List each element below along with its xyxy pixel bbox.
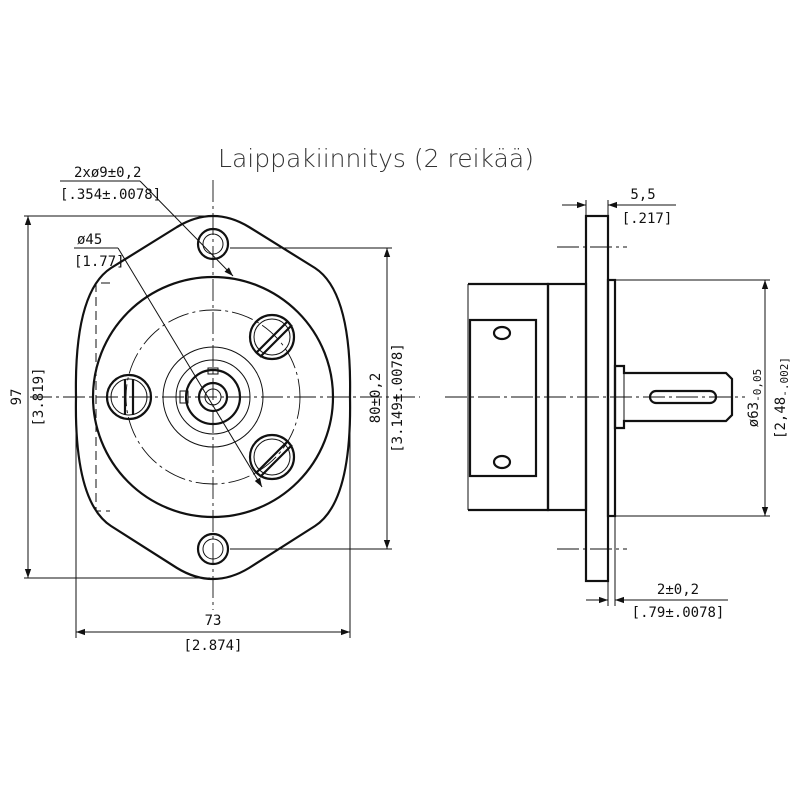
hidden-body-outline (95, 282, 110, 512)
pilot-inner-circle (175, 359, 251, 435)
pilot-leader (117, 247, 263, 488)
width-dimension: 73 (205, 613, 222, 629)
port-bottom (492, 454, 512, 470)
drawing-title: Laippakiinnitys (2 reikää) (218, 144, 534, 173)
output-shaft (613, 364, 734, 430)
screw-lower-right (248, 433, 296, 481)
shaft-keyway-slot (648, 389, 718, 405)
shaft-keyway (207, 367, 219, 375)
flange-thickness-dimension-imperial: [.217] (622, 211, 673, 227)
shaft-circle (197, 381, 229, 413)
screw-left (105, 373, 153, 421)
shaft-diameter-imperial-label: [2,48-.002] (773, 357, 791, 439)
motor-port-plate (468, 318, 538, 478)
pilot-circle (162, 346, 264, 448)
shaft-diameter-label: ø63-0,05 (746, 369, 764, 427)
pilot-dimension: ø45 (77, 232, 102, 248)
body-circle (91, 275, 335, 519)
mounting-hole-bottom-inner (202, 538, 224, 560)
flange-plate (584, 214, 610, 583)
flange-thickness-dimension: 5,5 (630, 187, 655, 203)
hole-spacing-dimension: 80±0,2 (368, 373, 384, 424)
holes-dimension: 2xø9±0,2 (74, 165, 141, 181)
holes-dimension-imperial: [.354±.0078] (60, 187, 161, 203)
mounting-hole-bottom (196, 532, 230, 566)
shaft-diameter-dimension: ø63 (746, 402, 762, 427)
holes-leader (139, 180, 234, 277)
pilot-dimension-imperial: [1.77] (74, 254, 125, 270)
side-view (445, 200, 770, 606)
shaft-outer-circle (184, 368, 242, 426)
screw-upper-right (248, 313, 296, 361)
shaft-diameter-imperial-tolerance: -.002] (778, 357, 791, 397)
spigot-dimension: 2±0,2 (657, 582, 699, 598)
shaft-diameter-tolerance: -0,05 (751, 369, 764, 402)
flange-outline (74, 215, 352, 580)
mounting-hole-top-inner (202, 233, 224, 255)
port-top (492, 325, 512, 341)
width-dimension-imperial: [2.874] (183, 638, 242, 654)
shaft-diameter-imperial: [2,48 (773, 397, 789, 439)
hole-spacing-dimension-imperial: [3.149±.0078] (390, 343, 406, 453)
shaft-key (179, 390, 189, 404)
height-dimension-imperial: [3.819] (31, 367, 47, 426)
spigot-dimension-imperial: [.79±.0078] (632, 605, 725, 621)
height-dimension: 97 (9, 389, 25, 406)
mounting-hole-top (196, 227, 230, 261)
front-view (24, 180, 420, 638)
